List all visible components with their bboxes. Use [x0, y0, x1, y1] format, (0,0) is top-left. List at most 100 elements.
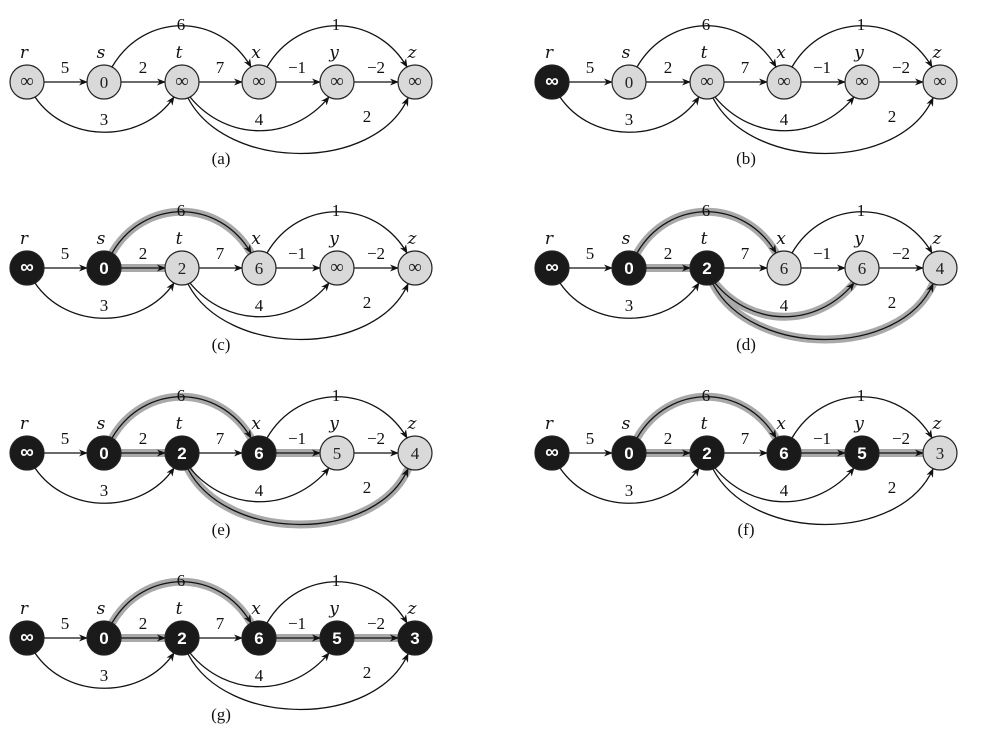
vertex-r-name: r [20, 414, 29, 434]
vertex-t-node [689, 250, 725, 286]
edge-weight-s-x: 6 [177, 15, 186, 34]
edge-weight-s-t: 2 [664, 58, 673, 77]
vertex-y-distance: 5 [333, 444, 342, 463]
edge-t-z [187, 468, 409, 526]
vertex-s-node [86, 64, 122, 100]
edge-weight-s-x: 6 [177, 386, 186, 405]
edge-r-t [34, 652, 175, 689]
edge-weight-t-x: 7 [216, 614, 225, 633]
vertex-x-node [241, 435, 277, 471]
edge-weight-x-y: −1 [813, 58, 831, 77]
vertex-r-node [534, 64, 570, 100]
vertex-t-node [689, 435, 725, 471]
edge-weight-t-x: 7 [741, 244, 750, 263]
edge-weight-x-y: −1 [288, 244, 306, 263]
vertex-r-distance: ∞ [20, 442, 34, 463]
vertex-s-node [86, 250, 122, 286]
vertex-x-distance: ∞ [777, 71, 791, 92]
edge-x-z [791, 25, 933, 68]
vertex-r-name: r [545, 229, 554, 249]
vertex-z-name: z [407, 43, 418, 63]
vertex-t-distance: 2 [702, 444, 711, 463]
edge-weight-t-y: 4 [255, 110, 264, 129]
vertex-r-distance: ∞ [20, 627, 34, 648]
edge-weight-x-z: 1 [332, 15, 341, 34]
edge-weight-x-y: −1 [288, 429, 306, 448]
vertex-y-name: y [853, 43, 864, 63]
edge-weight-s-t: 2 [139, 244, 148, 263]
edge-weight-t-z: 2 [363, 293, 372, 312]
vertex-s-node [86, 435, 122, 471]
edge-weight-t-x: 7 [741, 429, 750, 448]
vertex-z-node [397, 435, 433, 471]
edge-x-z [266, 25, 408, 68]
edge-x-z [791, 211, 933, 254]
vertex-x-distance: 6 [779, 444, 788, 463]
vertex-x-node [241, 620, 277, 656]
shortest-path-tree-edge-t-z [184, 465, 412, 529]
vertex-t-node [164, 435, 200, 471]
vertex-x-name: x [251, 414, 261, 434]
edge-weight-t-z: 2 [363, 663, 372, 682]
vertex-x-distance: ∞ [252, 71, 266, 92]
vertex-s-node [611, 64, 647, 100]
edge-t-z [712, 283, 934, 341]
vertex-t-name: t [176, 43, 183, 63]
edge-t-y [189, 652, 330, 688]
vertex-s-node [611, 250, 647, 286]
vertex-x-name: x [251, 229, 261, 249]
edge-weight-t-x: 7 [216, 429, 225, 448]
edge-weight-t-z: 2 [888, 478, 897, 497]
edge-weight-r-s: 5 [586, 429, 595, 448]
edge-t-z [187, 97, 409, 155]
vertex-z-name: z [407, 414, 418, 434]
edge-weight-s-x: 6 [177, 571, 186, 590]
vertex-s-name: s [97, 229, 106, 249]
vertex-r-node [534, 250, 570, 286]
vertex-y-node [319, 64, 355, 100]
vertex-s-name: s [622, 229, 631, 249]
edge-weight-y-z: −2 [367, 58, 385, 77]
vertex-x-name: x [251, 599, 261, 619]
edge-weight-r-s: 5 [61, 429, 70, 448]
edge-weight-r-s: 5 [61, 58, 70, 77]
edge-weight-x-y: −1 [288, 58, 306, 77]
edge-r-t [34, 282, 175, 319]
edge-t-z [712, 468, 934, 526]
edge-weight-s-t: 2 [139, 429, 148, 448]
vertex-r-node [9, 620, 45, 656]
edge-weight-s-t: 2 [139, 58, 148, 77]
vertex-s-name: s [622, 43, 631, 63]
vertex-z-distance: 3 [936, 444, 945, 463]
edge-weight-s-x: 6 [702, 201, 711, 220]
edge-weight-s-x: 6 [702, 15, 711, 34]
vertex-s-node [86, 620, 122, 656]
vertex-y-distance: 5 [857, 444, 866, 463]
edge-s-x [636, 25, 777, 68]
edge-x-z [266, 211, 408, 254]
panel-caption: (f) [738, 520, 755, 539]
vertex-z-name: z [932, 43, 943, 63]
edge-t-z [187, 653, 409, 711]
vertex-t-node [164, 64, 200, 100]
vertex-x-distance: 6 [254, 629, 263, 648]
edge-weight-s-x: 6 [702, 386, 711, 405]
edge-weight-s-t: 2 [664, 244, 673, 263]
edge-weight-t-z: 2 [363, 107, 372, 126]
vertex-s-distance: 0 [99, 259, 108, 278]
vertex-t-distance: ∞ [700, 71, 714, 92]
edge-weight-x-z: 1 [857, 201, 866, 220]
vertex-z-node [922, 64, 958, 100]
edge-weight-y-z: −2 [892, 244, 910, 263]
vertex-s-name: s [97, 599, 106, 619]
vertex-z-name: z [407, 229, 418, 249]
vertex-s-distance: 0 [625, 73, 634, 92]
edge-x-z [266, 396, 408, 439]
vertex-z-distance: 3 [410, 629, 419, 648]
edge-weight-y-z: −2 [367, 614, 385, 633]
vertex-r-node [534, 435, 570, 471]
vertex-y-name: y [853, 414, 864, 434]
vertex-y-distance: ∞ [855, 71, 869, 92]
vertex-z-name: z [932, 414, 943, 434]
